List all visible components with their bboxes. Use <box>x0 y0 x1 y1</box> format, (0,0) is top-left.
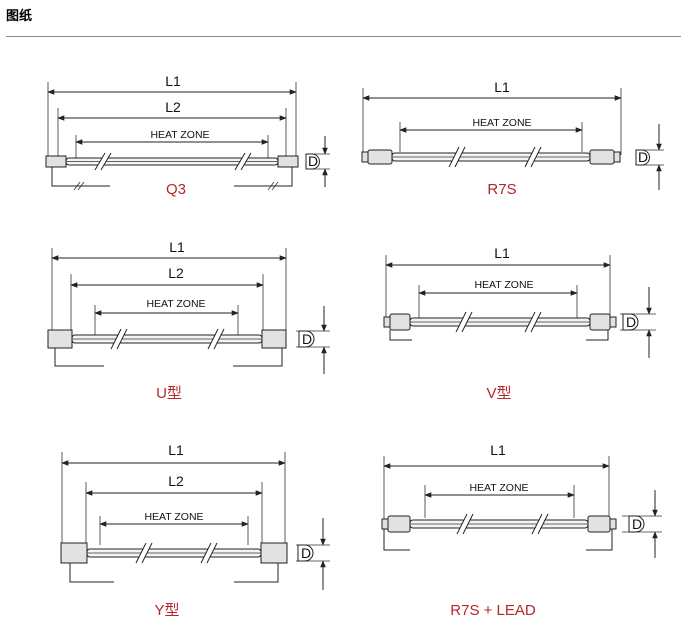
q3-d-label: D <box>308 153 318 169</box>
u-l2-label: L2 <box>168 265 184 281</box>
title-divider <box>6 36 681 37</box>
drawing-y-type <box>60 452 330 590</box>
r7s-lead-heat-zone-label: HEAT ZONE <box>469 482 528 494</box>
r7s-lead-d-label: D <box>632 516 642 532</box>
r7s-d-label: D <box>638 149 648 165</box>
y-l2-label: L2 <box>168 473 184 489</box>
u-d-label: D <box>302 331 312 347</box>
q3-heat-zone-label: HEAT ZONE <box>150 129 209 141</box>
r7s-l1-label: L1 <box>494 79 510 95</box>
drawing-r7s-lead <box>381 456 662 558</box>
v-heat-zone-label: HEAT ZONE <box>474 279 533 291</box>
r7s-heat-zone-label: HEAT ZONE <box>472 117 531 129</box>
u-caption: U型 <box>156 385 182 402</box>
y-d-label: D <box>301 545 311 561</box>
v-caption: V型 <box>486 385 511 402</box>
r7s-lead-l1-label: L1 <box>490 442 506 458</box>
r7s-caption: R7S <box>487 181 516 198</box>
y-heat-zone-label: HEAT ZONE <box>144 511 203 523</box>
q3-caption: Q3 <box>166 181 186 198</box>
q3-l2-label: L2 <box>165 99 181 115</box>
y-caption: Y型 <box>154 602 179 619</box>
drawing-v-type <box>383 255 656 358</box>
u-heat-zone-label: HEAT ZONE <box>146 298 205 310</box>
r7s-lead-caption: R7S + LEAD <box>450 602 536 619</box>
v-l1-label: L1 <box>494 245 510 261</box>
drawing-u-type <box>47 248 330 374</box>
drawing-r7s <box>361 88 664 190</box>
page-title: 图纸 <box>6 9 33 24</box>
drawing-q3 <box>45 82 330 191</box>
v-d-label: D <box>626 314 636 330</box>
y-l1-label: L1 <box>168 442 184 458</box>
q3-l1-label: L1 <box>165 73 181 89</box>
u-l1-label: L1 <box>169 239 185 255</box>
